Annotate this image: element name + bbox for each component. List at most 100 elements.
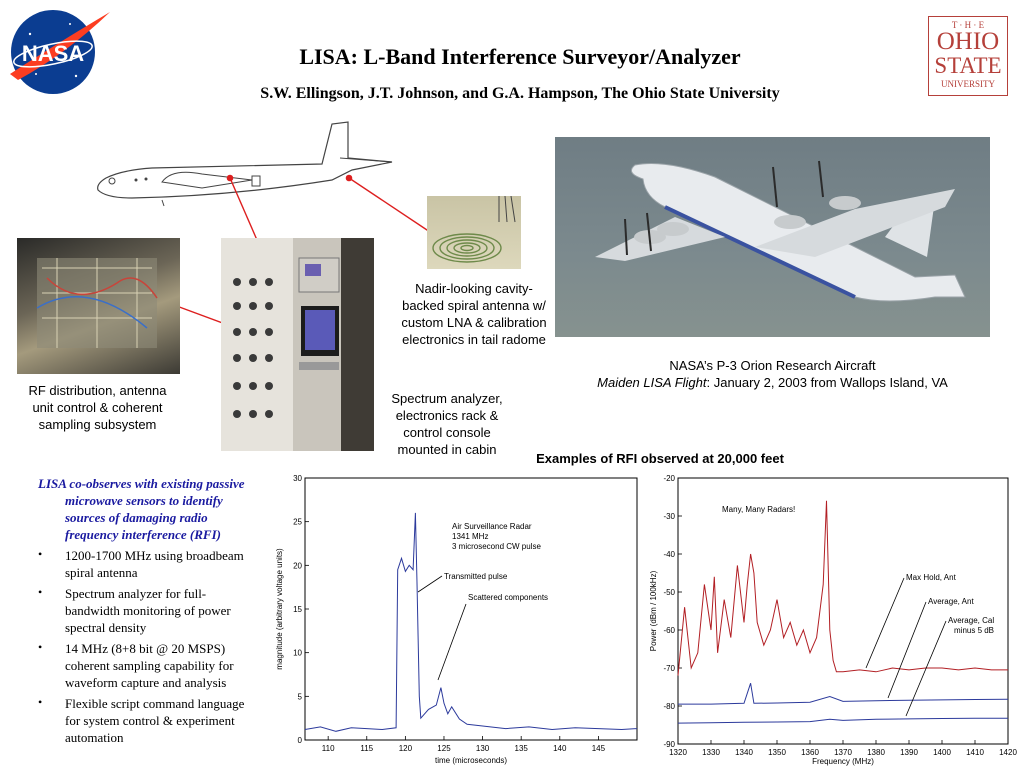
spectrum-annotation-maxhold: Max Hold, Ant [906,573,957,582]
y-tick-label: 25 [293,518,302,527]
x-tick-label: 145 [592,744,606,753]
pointer-dot-antenna [345,174,353,182]
pulse-annotation-freq: 1341 MHz [452,532,488,541]
y-tick-label: -50 [663,588,675,597]
pulse-annotation-radar: Air Surveillance Radar [452,522,532,531]
spectrum-annotation-avg-cal: Average, Cal [948,616,994,625]
y-tick-label: 30 [293,474,302,483]
aircraft-outline-drawing [97,121,393,207]
p3-orion-aircraft-photo [555,137,990,337]
osu-logo-ohio: OHIO [936,28,1000,55]
nasa-logo-text: NASA [22,41,84,66]
y-tick-label: -40 [663,550,675,559]
bullet-text: 1200-1700 MHz using broadbeam spiral ant… [65,548,244,580]
average-cal-line [677,717,1008,724]
x-tick-label: 1410 [966,748,984,757]
spectrum-annotation-avg-ant: Average, Ant [928,597,974,606]
bullet-dot: • [38,585,43,599]
spectrum-xlabel: Frequency (MHz) [812,757,874,766]
x-tick-label: 1330 [702,748,720,757]
y-tick-label: 10 [293,649,302,658]
pulse-series-line [304,512,638,732]
pulse-arrow-scattered [437,603,467,681]
caption-aircraft: NASA’s P-3 Orion Research Aircraft Maide… [560,357,985,391]
nasa-logo: NASA [6,4,112,96]
y-tick-label: -90 [663,740,675,749]
list-item: • Spectrum analyzer for full-bandwidth mo… [38,585,260,636]
x-tick-label: 1320 [669,748,687,757]
bullet-dot: • [38,547,43,561]
x-tick-label: 1420 [999,748,1017,757]
x-tick-label: 1390 [900,748,918,757]
spectrum-annotation-radars: Many, Many Radars! [722,505,795,514]
x-tick-label: 1350 [768,748,786,757]
pulse-annotation-pulse: 3 microsecond CW pulse [452,542,541,551]
list-item: •Flexible script command language for sy… [38,695,260,746]
x-tick-label: 135 [515,744,529,753]
x-tick-label: 125 [437,744,451,753]
pulse-annotation-scattered: Scattered components [468,593,548,602]
rfi-examples-heading: Examples of RFI observed at 20,000 feet [536,451,784,466]
x-tick-label: 130 [476,744,490,753]
x-tick-label: 110 [322,744,335,753]
y-tick-label: 0 [298,736,303,745]
x-tick-label: 120 [399,744,413,753]
caption-spiral-antenna: Nadir-looking cavity-backed spiral anten… [401,281,547,347]
osu-logo-university: UNIVERSITY [941,79,995,89]
spectrum-arrow-maxhold [865,577,905,669]
average-ant-line [678,683,1009,705]
pulse-ylabel: magnitude (arbitrary voltage units) [275,548,284,670]
spiral-antenna-photo [427,196,521,269]
osu-logo-the: T · H · E [951,20,985,30]
bullet-text: Spectrum analyzer for full-bandwidth mon… [65,586,231,635]
y-tick-label: -70 [663,664,675,673]
bullet-dot: • [38,640,43,654]
spectrum-arrow-avg-ant [887,601,927,699]
x-tick-label: 1340 [735,748,753,757]
osu-logo: T · H · E OHIO STATE UNIVERSITY [928,16,1008,96]
pulse-annotation-transmitted: Transmitted pulse [444,572,508,581]
pulse-chart-ticks: 110 115 120 125 130 135 140 145 0 5 10 15 20 25 30 [293,474,606,753]
caption-aircraft-line1: NASA’s P-3 Orion Research Aircraft [669,358,876,373]
spectrum-chart-ticks: 1320 1330 1340 1350 1360 1370 1380 1390 1400 1410… [663,474,1017,757]
caption-aircraft-italic: Maiden LISA Flight [597,375,707,390]
max-hold-ant-line [677,500,1008,676]
x-tick-label: 115 [360,744,373,753]
list-item: • 1200-1700 MHz using broadbeam spiral an… [38,547,260,581]
electronics-rack-photo [221,238,374,451]
x-tick-label: 140 [553,744,567,753]
spectrum-arrow-avg-cal [905,620,947,717]
rf-distribution-photo [17,238,180,374]
page-title: LISA: L-Band Interference Surveyor/Analy… [299,44,741,69]
y-tick-label: -60 [663,626,675,635]
y-tick-label: 20 [293,561,302,570]
y-tick-label: 15 [293,605,302,614]
y-tick-label: -80 [663,702,675,711]
feature-bullet-list: LISA co-observes with existing passive m… [38,475,260,750]
pulse-xlabel: time (microseconds) [435,756,507,765]
intro-text: LISA co-observes with existing passive m… [38,476,245,542]
x-tick-label: 1370 [834,748,852,757]
bullet-dot: • [38,695,43,709]
pointer-dot-rack [226,174,234,182]
caption-aircraft-rest: : January 2, 2003 from Wallops Island, V… [706,375,948,390]
caption-aircraft-line2: Maiden LISA Flight: January 2, 2003 from… [560,374,985,391]
y-tick-label: 5 [298,692,303,701]
y-tick-label: -30 [663,512,675,521]
pointer-line-antenna [348,177,431,233]
bullet-text: 14 MHz (8+8 bit @ 20 MSPS) coherent samp… [65,641,234,690]
spectrum-chart: 1320 1330 1340 1350 1360 1370 1380 1390 1400 1410… [649,474,1017,766]
pulse-chart: 110 115 120 125 130 135 140 145 0 5 10 15 20 25 30 tim… [275,474,638,765]
y-tick-label: -20 [663,474,675,483]
pulse-arrow-transmitted [417,575,443,593]
list-item: • 14 MHz (8+8 bit @ 20 MSPS) coherent sam… [38,640,260,691]
spectrum-annotation-minus5: minus 5 dB [954,626,994,635]
x-tick-label: 1360 [801,748,819,757]
osu-logo-state: STATE [934,53,1002,78]
caption-rf-distribution: RF distribution, antenna unit control & … [28,383,167,432]
x-tick-label: 1380 [867,748,885,757]
x-tick-label: 1400 [933,748,951,757]
pulse-chart-frame [304,477,638,741]
authors-line: S.W. Ellingson, J.T. Johnson, and G.A. H… [260,85,780,102]
caption-spectrum-analyzer-rack: Spectrum analyzer, electronics rack & co… [391,391,503,457]
